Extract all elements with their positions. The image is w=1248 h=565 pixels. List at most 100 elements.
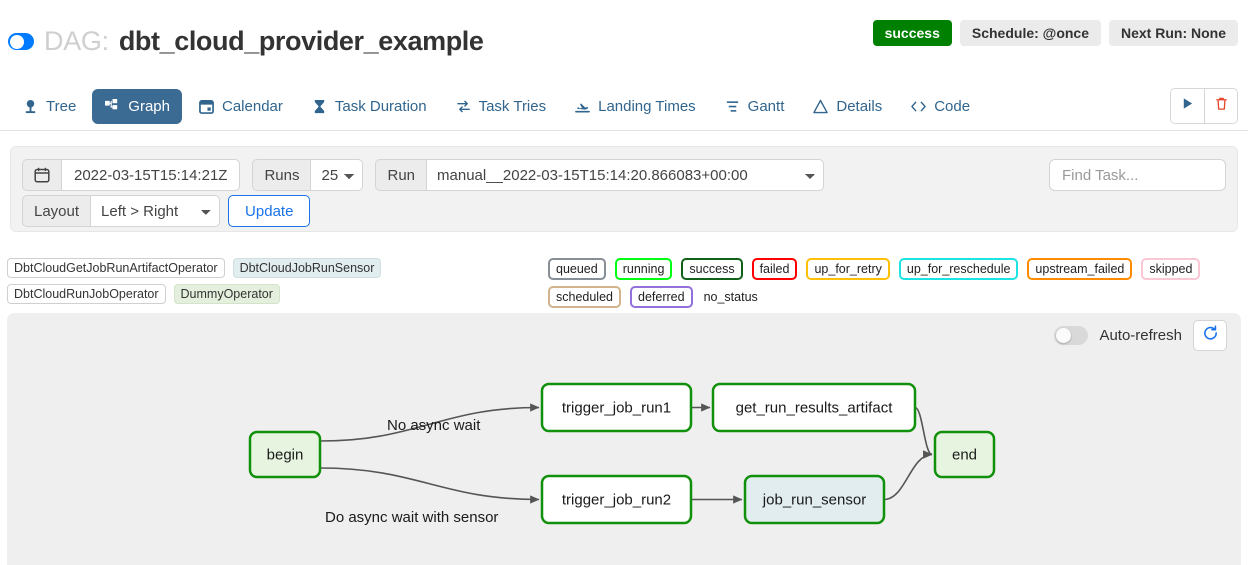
status-legend-chip[interactable]: deferred (630, 286, 693, 308)
calendar-icon (198, 98, 215, 115)
tab-label: Code (934, 97, 971, 115)
run-label: Run (375, 159, 428, 191)
tab-label: Tree (46, 97, 77, 115)
dag-run-select[interactable]: manual__2022-03-15T15:14:20.866083+00:00 (426, 159, 825, 191)
runs-label: Runs (252, 159, 312, 191)
dag-pause-toggle[interactable] (8, 33, 34, 50)
retry-icon (455, 98, 472, 115)
graph-node-job_run_sensor[interactable]: job_run_sensor (743, 474, 886, 525)
graph-node-box[interactable] (540, 474, 693, 525)
graph-node-box[interactable] (540, 382, 693, 433)
hourglass-icon (311, 98, 328, 115)
trash-icon (1214, 96, 1229, 116)
graph-node-trigger_job_run1[interactable]: trigger_job_run1 (540, 382, 693, 433)
page-header: DAG: dbt_cloud_provider_example success … (0, 0, 1248, 70)
tab-label: Details (836, 97, 883, 115)
status-legend-chip[interactable]: up_for_reschedule (898, 258, 1019, 280)
graph-node-label: trigger_job_run2 (562, 491, 671, 508)
tab-graph[interactable]: Graph (92, 88, 182, 124)
dag-title: DAG: dbt_cloud_provider_example (8, 26, 484, 57)
tree-icon (22, 98, 39, 115)
tab-landing-times[interactable]: Landing Times (562, 89, 708, 124)
tab-details[interactable]: Details (800, 89, 894, 124)
graph-node-label: get_run_results_artifact (736, 399, 894, 416)
dag-view-tabbar: Tree Graph Calendar Task Duration (0, 84, 1248, 131)
graph-node-label: trigger_job_run1 (562, 399, 671, 416)
graph-node-begin[interactable]: begin (248, 430, 322, 479)
num-runs-select[interactable]: 25 (310, 159, 364, 191)
tab-label: Graph (128, 97, 170, 115)
tab-task-duration[interactable]: Task Duration (299, 89, 439, 124)
tab-tree[interactable]: Tree (10, 89, 88, 124)
tab-label: Task Duration (334, 97, 427, 115)
run-select-group: Run manual__2022-03-15T15:14:20.866083+0… (375, 159, 825, 191)
operator-legend-chip[interactable]: DbtCloudJobRunSensor (232, 258, 382, 278)
play-icon (1181, 97, 1194, 115)
auto-refresh-label: Auto-refresh (1099, 327, 1182, 344)
status-legend-chip[interactable]: queued (548, 258, 606, 280)
operator-legend-chip[interactable]: DbtCloudGetJobRunArtifactOperator (7, 258, 225, 278)
schedule-badge[interactable]: Schedule: @once (959, 20, 1101, 46)
status-legend-chip[interactable]: no_status (703, 290, 758, 304)
status-legend-chip[interactable]: up_for_retry (806, 258, 890, 280)
graph-node-box[interactable] (711, 382, 917, 433)
status-legend-chip[interactable]: success (681, 258, 743, 280)
dag-prefix-label: DAG: (44, 26, 109, 56)
trigger-dag-button[interactable] (1171, 89, 1204, 123)
base-date-input[interactable]: 2022-03-15T15:14:21Z (61, 159, 241, 191)
tab-gantt[interactable]: Gantt (712, 89, 797, 124)
graph-node-end[interactable]: end (933, 430, 996, 479)
update-button[interactable]: Update (228, 195, 311, 227)
graph-nodes: begin trigger_job_run1 get_run_results_art… (248, 382, 996, 525)
status-legend-chip[interactable]: running (614, 258, 673, 280)
tab-calendar[interactable]: Calendar (186, 89, 295, 124)
header-badge-group: success Schedule: @once Next Run: None (872, 20, 1238, 46)
graph-edges (319, 403, 933, 504)
tab-code[interactable]: Code (898, 89, 982, 124)
landing-icon (574, 98, 591, 115)
graph-node-label: job_run_sensor (762, 491, 866, 508)
graph-edge (883, 450, 933, 501)
find-task-input[interactable]: Find Task... (1049, 159, 1226, 191)
status-legend-chip[interactable]: scheduled (548, 286, 621, 308)
graph-node-label: end (952, 446, 977, 463)
dag-action-buttons (1170, 88, 1238, 124)
refresh-icon (1202, 325, 1219, 347)
calendar-icon[interactable] (22, 159, 62, 191)
tab-label: Gantt (747, 97, 785, 115)
tab-task-tries[interactable]: Task Tries (443, 89, 559, 124)
tab-label: Calendar (222, 97, 283, 115)
code-icon (910, 98, 927, 115)
graph-node-get_run_results_artifact[interactable]: get_run_results_artifact (711, 382, 917, 433)
graph-node-box[interactable] (743, 474, 886, 525)
status-legend-chip[interactable]: failed (751, 258, 798, 280)
graph-edge-label: Do async wait with sensor (325, 509, 498, 526)
dag-controls-toolbar: 2022-03-15T15:14:21Z Runs 25 Run manual_… (10, 146, 1238, 232)
status-legend-chip[interactable]: upstream_failed (1027, 258, 1133, 280)
details-icon (812, 98, 829, 115)
layout-select[interactable]: Left > Right (90, 195, 221, 227)
status-legend-chip[interactable]: skipped (1141, 258, 1201, 280)
auto-refresh-toggle[interactable] (1054, 326, 1089, 345)
num-runs-group: Runs 25 (252, 159, 364, 191)
layout-label: Layout (22, 195, 92, 227)
dag-view-tabs: Tree Graph Calendar Task Duration (10, 84, 982, 128)
graph-node-box[interactable] (248, 430, 322, 479)
toolbar-row-secondary: Layout Left > Right Update (22, 195, 311, 227)
graph-refresh-controls: Auto-refresh (1054, 320, 1227, 351)
graph-node-box[interactable] (933, 430, 996, 479)
gantt-icon (724, 98, 741, 115)
operator-legend-chip[interactable]: DummyOperator (173, 284, 280, 304)
tab-label: Task Tries (478, 97, 547, 115)
graph-icon (104, 98, 121, 115)
graph-node-trigger_job_run2[interactable]: trigger_job_run2 (540, 474, 693, 525)
dag-graph-canvas[interactable]: No async wait Do async wait with sensor b… (7, 313, 1241, 565)
graph-edge-label: No async wait (387, 417, 481, 434)
refresh-button[interactable] (1193, 320, 1227, 351)
delete-dag-button[interactable] (1204, 89, 1237, 123)
page-title: dbt_cloud_provider_example (118, 26, 484, 56)
next-run-badge[interactable]: Next Run: None (1109, 20, 1238, 46)
dag-graph-panel: Auto-refresh No async wait Do async wait … (7, 313, 1241, 565)
operator-legend-chip[interactable]: DbtCloudRunJobOperator (7, 284, 166, 304)
